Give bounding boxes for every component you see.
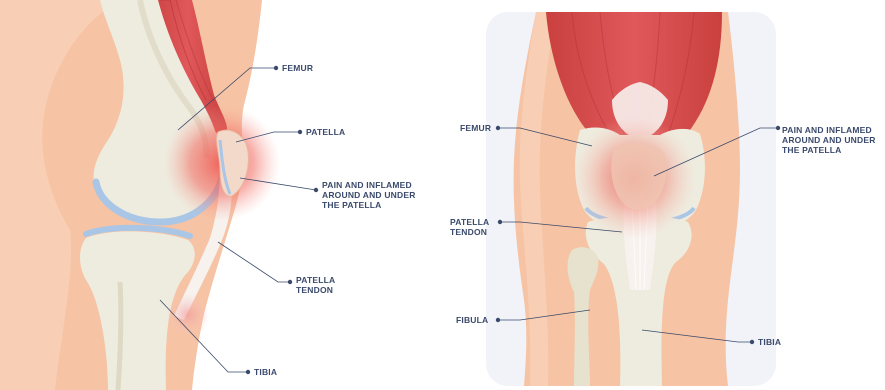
side-label-pain: PAIN AND INFLAMED AROUND AND UNDER THE P… <box>322 180 416 210</box>
front-label-femur: FEMUR <box>460 123 491 133</box>
side-label-femur: FEMUR <box>282 63 313 73</box>
front-label-patella-tendon: PATELLA TENDON <box>450 217 489 237</box>
side-label-patella: PATELLA <box>306 127 345 137</box>
front-view-illustration <box>486 12 780 386</box>
front-label-fibula: FIBULA <box>456 315 488 325</box>
side-label-patella-tendon: PATELLA TENDON <box>296 275 335 295</box>
side-view-illustration <box>0 0 318 390</box>
front-label-pain: PAIN AND INFLAMED AROUND AND UNDER THE P… <box>782 125 876 155</box>
side-label-tibia: TIBIA <box>254 367 277 377</box>
front-label-tibia: TIBIA <box>758 337 781 347</box>
